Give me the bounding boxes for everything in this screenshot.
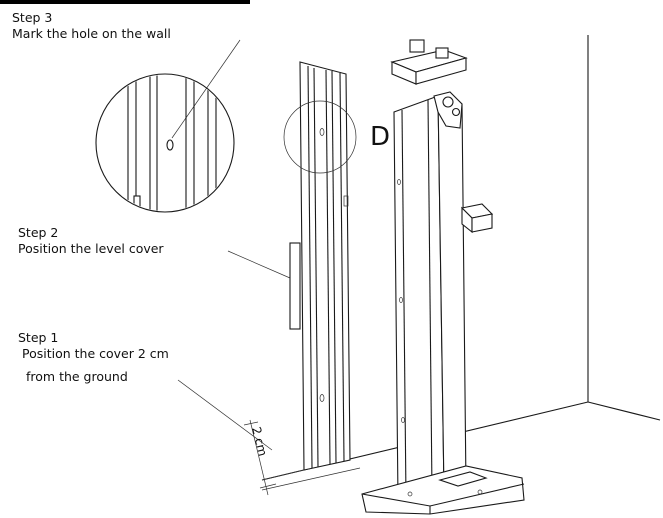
step1-line1: Position the cover 2 cm — [22, 346, 169, 361]
hole-mark — [166, 139, 174, 151]
step2-title: Step 2 — [18, 225, 58, 240]
step2-text: Position the level cover — [18, 241, 164, 256]
step1-title: Step 1 — [18, 330, 58, 345]
callout-letter: D — [370, 122, 390, 152]
step3-leader — [171, 39, 241, 139]
detail-circle — [95, 73, 235, 213]
step1-line2: from the ground — [26, 369, 128, 384]
step3-text: Mark the hole on the wall — [12, 26, 171, 41]
header-bar — [0, 0, 250, 4]
side-arm — [460, 203, 494, 234]
floor-edge — [261, 469, 305, 481]
dimension-label: 2 cm — [249, 425, 270, 457]
step3-title: Step 3 — [12, 10, 52, 25]
step1-leader — [177, 379, 273, 451]
dimension-marker — [243, 419, 277, 496]
main-column — [393, 91, 467, 501]
step2-leader — [227, 250, 291, 279]
back-panel — [299, 61, 351, 471]
level-cover — [289, 242, 301, 330]
base-plate — [361, 465, 525, 515]
top-cap — [390, 39, 468, 85]
callout-circle — [283, 100, 357, 174]
